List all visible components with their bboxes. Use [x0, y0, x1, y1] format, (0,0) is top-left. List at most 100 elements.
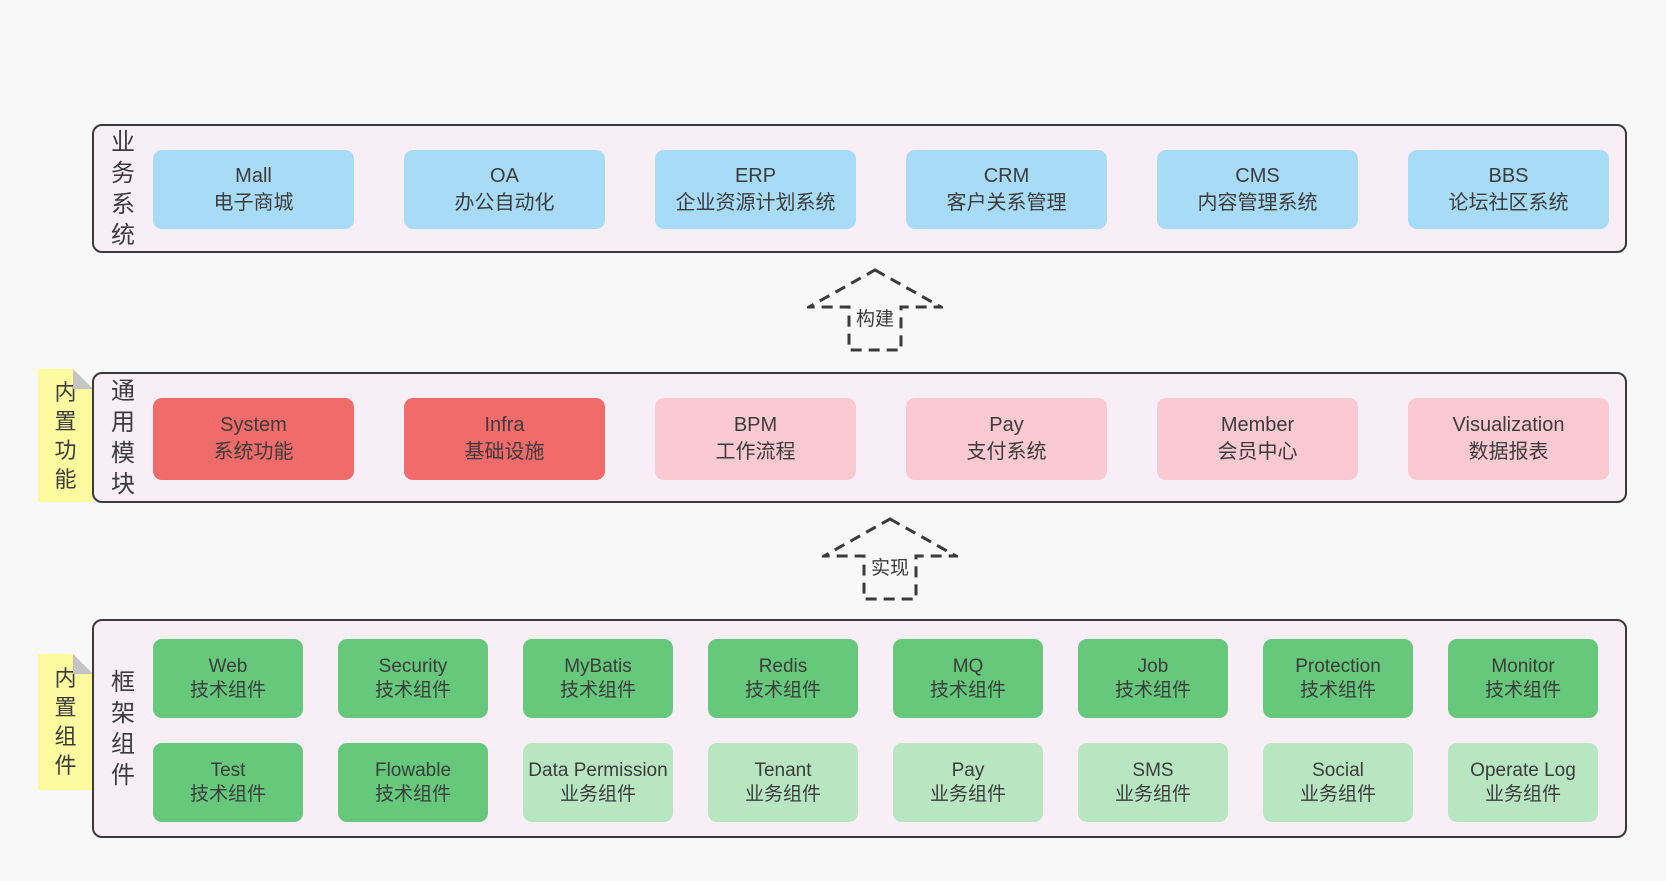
box-title: Web	[208, 655, 248, 677]
folded-corner-icon	[73, 369, 93, 389]
layer-label-business-systems: 业务系统	[111, 128, 135, 249]
module-box-system: System 系统功能	[153, 398, 354, 480]
sticky-note-builtin-components: 内置组件	[38, 654, 93, 790]
box-title: Pay	[951, 759, 985, 781]
box-title: Test	[210, 759, 246, 781]
box-title: Redis	[758, 655, 808, 677]
box-subtitle: 技术组件	[189, 679, 266, 701]
box-subtitle: 技术组件	[189, 783, 266, 805]
box-subtitle: 业务组件	[1484, 783, 1561, 805]
box-title: Infra	[484, 414, 525, 436]
module-box-visualization: Visualization 数据报表	[1408, 398, 1609, 480]
box-title: Tenant	[754, 759, 812, 781]
box-subtitle: 技术组件	[374, 679, 451, 701]
box-title: Job	[1137, 655, 1169, 677]
box-title: Member	[1220, 414, 1295, 436]
box-subtitle: 内容管理系统	[1197, 191, 1318, 214]
layer-common-modules: 通用模块 System 系统功能 Infra 基础设施 BPM 工作流程 Pay 支付系统 Me…	[92, 372, 1627, 503]
box-subtitle: 基础设施	[464, 441, 545, 463]
box-title: BPM	[733, 414, 778, 436]
box-subtitle: 技术组件	[929, 679, 1006, 701]
box-title: Protection	[1295, 655, 1381, 677]
box-subtitle: 工作流程	[715, 441, 796, 463]
box-subtitle: 技术组件	[1484, 679, 1561, 701]
box-title: System	[220, 414, 287, 436]
box-subtitle: 业务组件	[929, 783, 1006, 805]
folded-corner-icon	[73, 654, 93, 674]
box-subtitle: 电子商城	[213, 191, 294, 214]
box-title: Flowable	[374, 759, 452, 781]
box-subtitle: 技术组件	[374, 783, 451, 805]
box-subtitle: 业务组件	[559, 783, 636, 805]
box-subtitle: 企业资源计划系统	[675, 191, 836, 214]
arrow-build-label: 构建	[852, 304, 898, 331]
box-title: Data Permission	[528, 759, 668, 781]
box-subtitle: 数据报表	[1468, 441, 1549, 463]
arrow-build: 构建	[807, 268, 943, 352]
box-subtitle: 技术组件	[744, 679, 821, 701]
box-subtitle: 客户关系管理	[946, 191, 1067, 214]
box-title: Security	[378, 655, 448, 677]
business-system-box-erp: ERP 企业资源计划系统	[655, 150, 856, 229]
box-title: Pay	[989, 414, 1024, 436]
module-box-bpm: BPM 工作流程	[655, 398, 856, 480]
box-title: MQ	[952, 655, 984, 677]
arrow-implement: 实现	[822, 517, 958, 601]
box-title: Mall	[235, 164, 272, 187]
box-subtitle: 业务组件	[744, 783, 821, 805]
layer-label-common-modules: 通用模块	[111, 377, 135, 498]
module-box-infra: Infra 基础设施	[404, 398, 605, 480]
sticky-note-label: 内置功能	[54, 379, 77, 492]
arrow-implement-label: 实现	[867, 553, 913, 580]
box-subtitle: 业务组件	[1114, 783, 1191, 805]
business-system-box-mall: Mall 电子商城	[153, 150, 354, 229]
box-title: Social	[1312, 759, 1364, 781]
box-subtitle: 支付系统	[966, 441, 1047, 463]
box-subtitle: 系统功能	[213, 441, 294, 463]
sticky-note-label: 内置组件	[54, 666, 77, 778]
dashed-up-arrow-icon	[807, 268, 943, 352]
box-title: SMS	[1132, 759, 1174, 781]
box-subtitle: 论坛社区系统	[1448, 191, 1569, 214]
box-title: Visualization	[1452, 414, 1565, 436]
box-title: MyBatis	[564, 655, 632, 677]
box-subtitle: 技术组件	[559, 679, 636, 701]
box-title: ERP	[734, 164, 777, 187]
box-title: OA	[490, 164, 519, 187]
box-subtitle: 技术组件	[1299, 679, 1376, 701]
dashed-up-arrow-icon	[822, 517, 958, 601]
box-title: Operate Log	[1470, 759, 1576, 781]
box-subtitle: 业务组件	[1299, 783, 1376, 805]
layer-label-framework-components: 框架组件	[111, 668, 135, 789]
module-box-pay: Pay 支付系统	[906, 398, 1107, 480]
box-title: BBS	[1488, 164, 1529, 187]
sticky-note-builtin-features: 内置功能	[38, 369, 93, 502]
box-subtitle: 技术组件	[1114, 679, 1191, 701]
